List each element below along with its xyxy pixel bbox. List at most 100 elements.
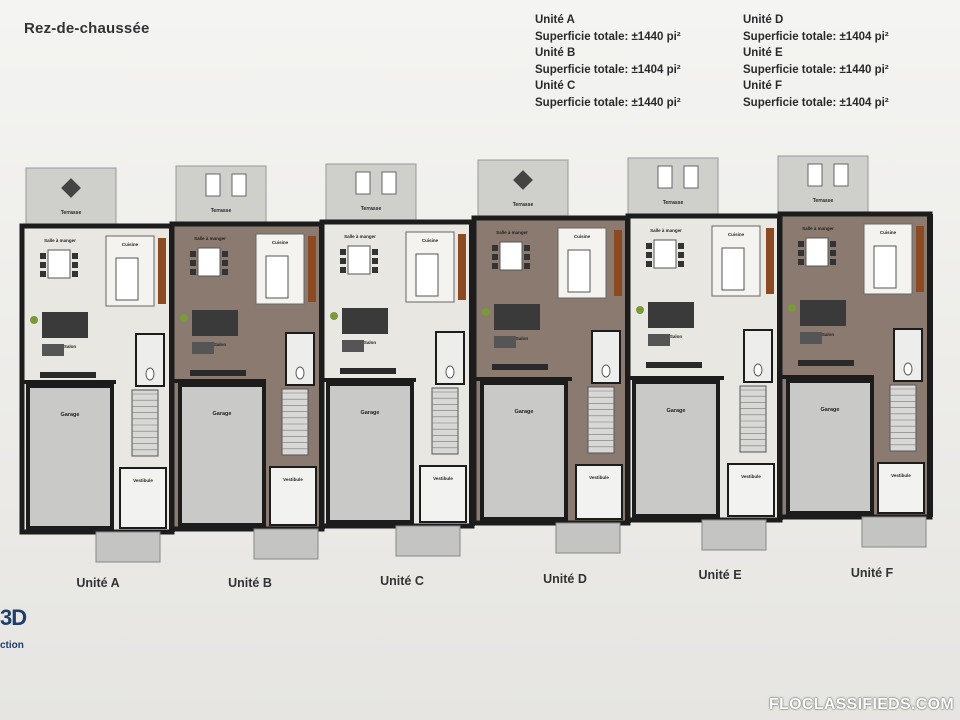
lounge-chair-icon-2-e xyxy=(683,165,699,189)
armchair-icon-b xyxy=(192,342,214,354)
toilet-icon-a xyxy=(145,367,155,381)
lounge-chair-icon-e xyxy=(657,165,673,189)
powder-room-f xyxy=(893,328,923,382)
front-porch-d xyxy=(555,522,621,554)
kitchen-island-icon-d xyxy=(567,249,591,293)
dining-chair-icon-c-l0 xyxy=(340,249,346,255)
garage-a xyxy=(26,384,114,530)
kitchen-island-icon-e xyxy=(721,247,745,291)
dining-chair-icon-b-r1 xyxy=(222,260,228,266)
lounge-chair-icon-c xyxy=(355,171,371,195)
dining-chair-icon-c-r2 xyxy=(372,267,378,273)
vestibule-b xyxy=(269,466,317,526)
company-logo-text: ction xyxy=(0,640,24,651)
dining-label-f: Salle à manger xyxy=(802,226,834,231)
living-label-a: Salon xyxy=(64,344,77,349)
sofa-icon-a xyxy=(42,312,88,338)
dining-chair-icon-b-l0 xyxy=(190,251,196,257)
area-unit-b-value: Superficie totale: ±1404 pi² xyxy=(535,63,681,76)
terrace-e xyxy=(627,157,719,217)
plant-icon-b xyxy=(180,314,188,322)
kitchen-label-c: Cuisine xyxy=(422,238,439,243)
kitchen-cabinet-icon-f xyxy=(916,226,924,292)
dining-table-icon-d xyxy=(499,241,523,271)
kitchen-cabinet-icon-c xyxy=(458,234,466,300)
area-unit-d-value: Superficie totale: ±1404 pi² xyxy=(743,30,889,43)
garage-e xyxy=(632,380,720,518)
dining-label-c: Salle à manger xyxy=(344,234,376,239)
unit-label-b: Unité B xyxy=(228,576,272,590)
dining-table-icon-a xyxy=(47,249,71,279)
armchair-icon-d xyxy=(494,336,516,348)
area-summary-right: Unité D Superficie totale: ±1404 pi² Uni… xyxy=(743,12,889,111)
dining-chair-icon-f-l2 xyxy=(798,259,804,265)
kitchen-island-icon-a xyxy=(115,257,139,301)
vestibule-e xyxy=(727,463,775,517)
garage-label-e: Garage xyxy=(667,408,686,414)
watermark: FLOCLASSIFIEDS.COM xyxy=(769,696,954,713)
dining-label-e: Salle à manger xyxy=(650,228,682,233)
garage-b xyxy=(178,383,266,527)
vestibule-d xyxy=(575,464,623,520)
dining-chair-icon-a-r2 xyxy=(72,271,78,277)
vestibule-label-c: Vestibule xyxy=(433,476,453,481)
plant-icon-e xyxy=(636,306,644,314)
dining-chair-icon-f-r2 xyxy=(830,259,836,265)
area-unit-c-name: Unité C xyxy=(535,80,576,92)
terrace-b xyxy=(175,165,267,225)
page-title: Rez-de-chaussée xyxy=(24,20,150,37)
dining-chair-icon-f-l1 xyxy=(798,250,804,256)
garage-d xyxy=(480,381,568,521)
dining-table-icon-f xyxy=(805,237,829,267)
kitchen-label-e: Cuisine xyxy=(728,232,745,237)
sofa-icon-d xyxy=(494,304,540,330)
dining-chair-icon-d-r2 xyxy=(524,263,530,269)
dining-chair-icon-e-l0 xyxy=(646,243,652,249)
vestibule-label-a: Vestibule xyxy=(133,478,153,483)
kitchen-island-icon-c xyxy=(415,253,439,297)
terrace-label-e: Terrasse xyxy=(663,200,684,206)
vestibule-a xyxy=(119,467,167,529)
kitchen-cabinet-icon-b xyxy=(308,236,316,302)
toilet-icon-d xyxy=(601,364,611,378)
dining-chair-icon-a-r0 xyxy=(72,253,78,259)
vestibule-c xyxy=(419,465,467,523)
plant-icon-d xyxy=(482,308,490,316)
armchair-icon-e xyxy=(648,334,670,346)
dining-chair-icon-a-r1 xyxy=(72,262,78,268)
armchair-icon-a xyxy=(42,344,64,356)
toilet-icon-f xyxy=(903,362,913,376)
area-unit-f-value: Superficie totale: ±1404 pi² xyxy=(743,96,889,109)
garage-f xyxy=(786,379,874,515)
dining-chair-icon-d-l2 xyxy=(492,263,498,269)
lounge-chair-icon-2-c xyxy=(381,171,397,195)
kitchen-island-icon-b xyxy=(265,255,289,299)
dining-table-icon-c xyxy=(347,245,371,275)
plant-icon-a xyxy=(30,316,38,324)
dining-chair-icon-d-l1 xyxy=(492,254,498,260)
garage-label-d: Garage xyxy=(515,409,534,415)
kitchen-cabinet-icon-a xyxy=(158,238,166,304)
front-porch-b xyxy=(253,528,319,560)
toilet-icon-e xyxy=(753,363,763,377)
area-summary-left: Unité A Superficie totale: ±1440 pi² Uni… xyxy=(535,12,681,111)
tv-console-icon-f xyxy=(798,360,854,366)
dining-chair-icon-a-l0 xyxy=(40,253,46,259)
lounge-chair-icon-f xyxy=(807,163,823,187)
dining-chair-icon-f-r1 xyxy=(830,250,836,256)
garage-label-c: Garage xyxy=(361,410,380,416)
dining-chair-icon-e-l1 xyxy=(646,252,652,258)
dining-chair-icon-e-l2 xyxy=(646,261,652,267)
staircase-a xyxy=(131,389,159,457)
area-unit-a-value: Superficie totale: ±1440 pi² xyxy=(535,30,681,43)
tv-console-icon-b xyxy=(190,370,246,376)
lounge-chair-icon-2-f xyxy=(833,163,849,187)
staircase-e xyxy=(739,385,767,453)
area-unit-e-value: Superficie totale: ±1440 pi² xyxy=(743,63,889,76)
living-label-d: Salon xyxy=(516,336,529,341)
